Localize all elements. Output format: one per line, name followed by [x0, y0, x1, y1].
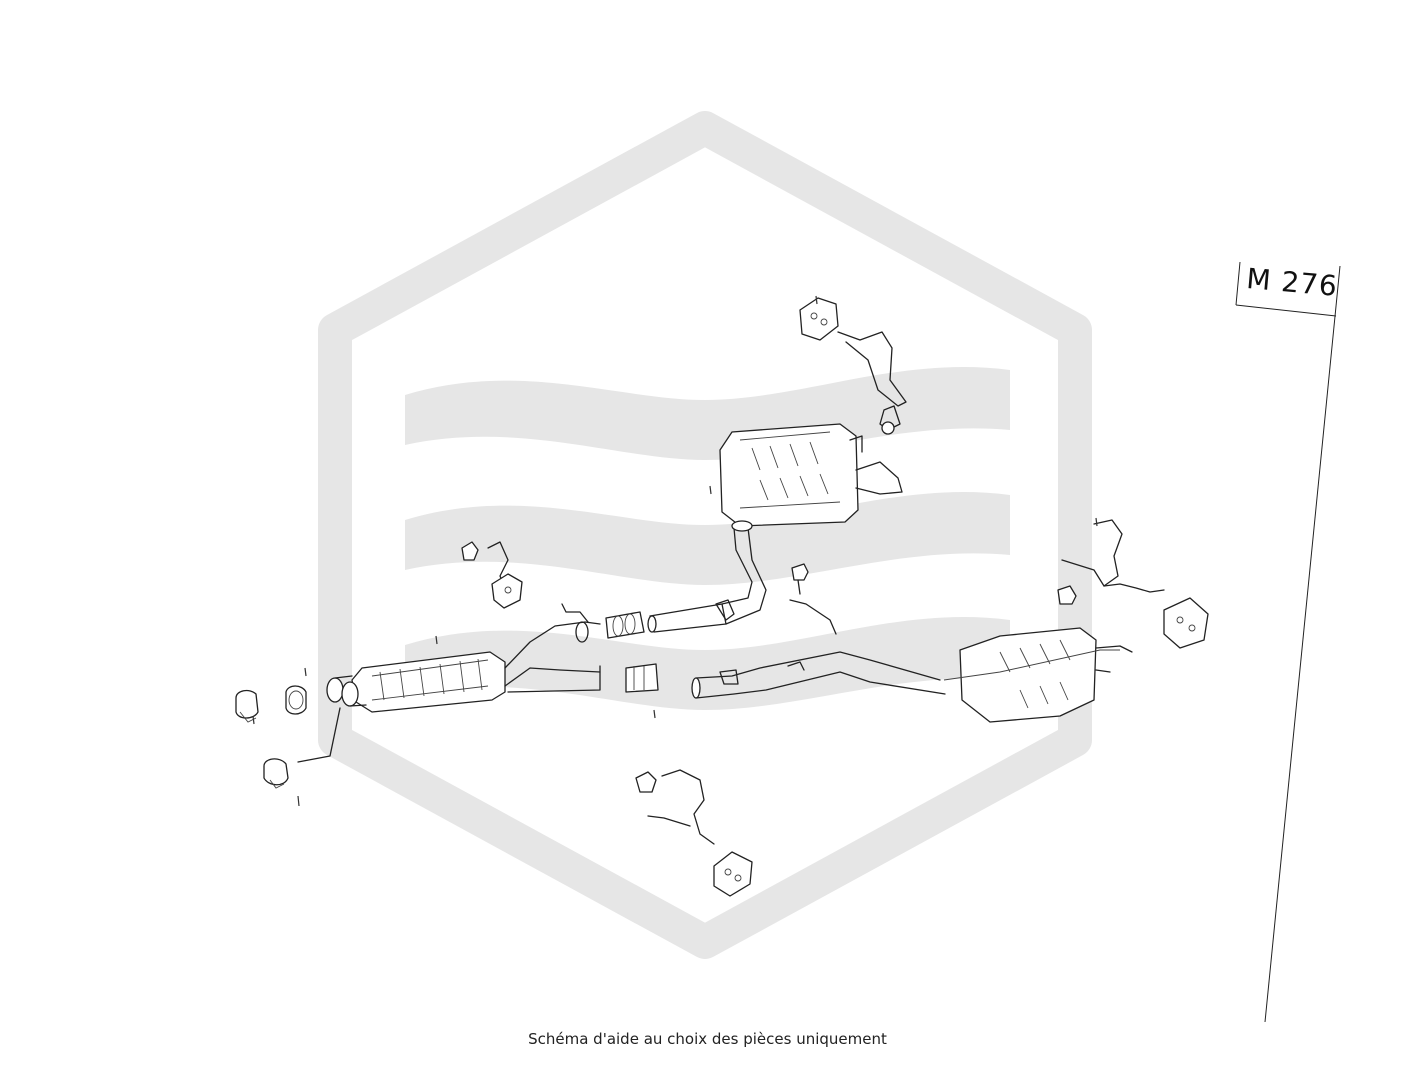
rear-pipe [691, 599, 946, 699]
front-catalytic-converter [326, 603, 601, 713]
bracket-top [837, 331, 907, 435]
bracket-right [1057, 519, 1209, 649]
model-label-frame [1235, 261, 1341, 1023]
diagram-caption: Schéma d'aide au choix des pièces unique… [528, 1030, 887, 1048]
front-clamps [235, 685, 341, 789]
bracket-bottom [635, 769, 753, 897]
center-muffler [719, 423, 903, 532]
rear-muffler [943, 627, 1133, 723]
bolt-center [791, 563, 809, 595]
rubber-mount-top [799, 297, 839, 341]
watermark-logo [318, 111, 1092, 959]
bracket-left [461, 541, 523, 609]
intermediate-pipe [605, 527, 767, 693]
leader-ticks [252, 295, 1098, 807]
